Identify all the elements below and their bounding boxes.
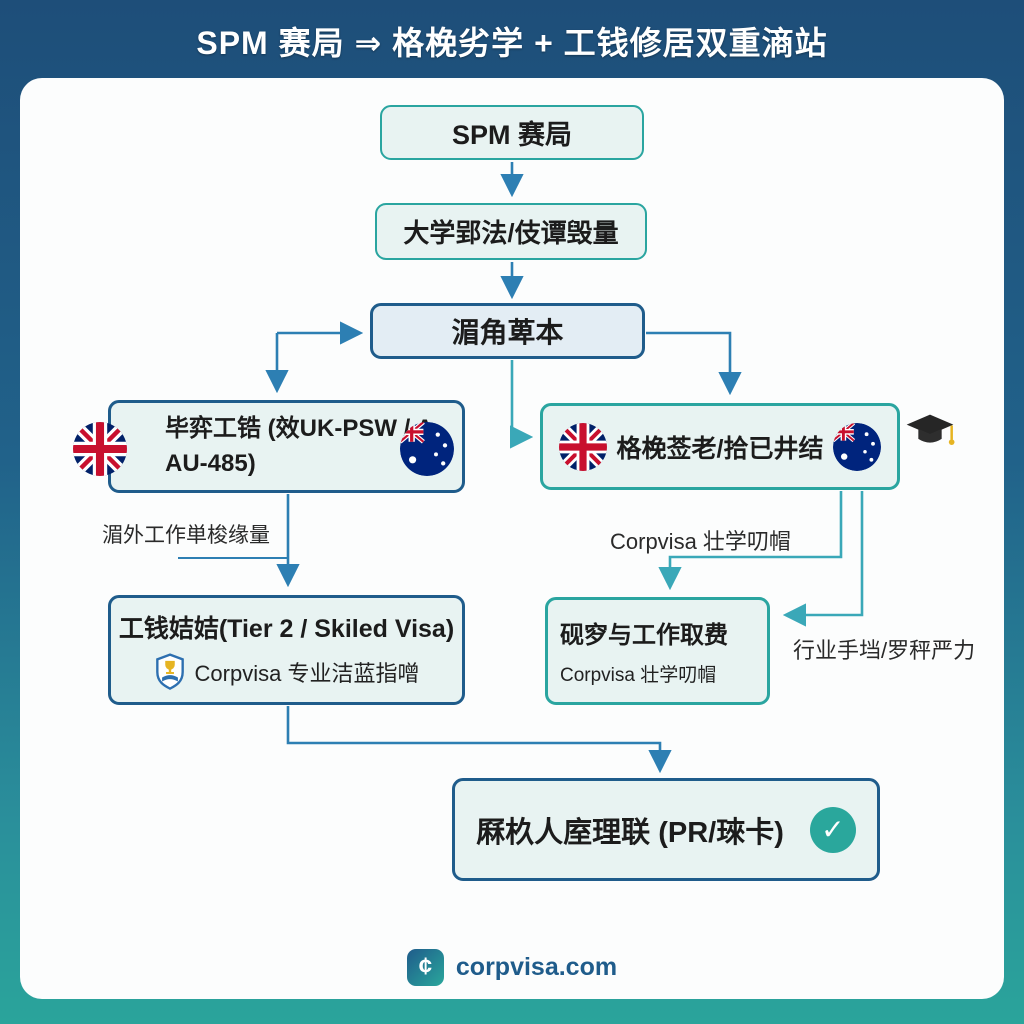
checkmark-icon: ✓: [809, 806, 856, 853]
branch-label-corpvisa-study: Corpvisa 壮学叨帽: [610, 529, 791, 554]
node-further-study: 格梚莶老/拾已井结: [540, 403, 900, 490]
node-university: 大学郢法/伎谭毁量: [375, 203, 647, 260]
node-label-line1: 工钱姞姞(Tier 2 / Skiled Visa): [118, 615, 455, 643]
logo-glyph: ¢: [418, 953, 433, 980]
uk-flag-icon: [73, 422, 127, 476]
australia-flag-icon: [833, 422, 882, 471]
node-label-line2: Corpvisa 壮学叨帽: [560, 665, 717, 686]
branch-label-overseas-work: 湄外工作単梭缘量: [102, 524, 270, 547]
side-label-industry: 行业手垱/罗秤严力: [793, 638, 976, 663]
node-label-line1: 毕弈工锆 (效UK-PSW / A: [165, 414, 434, 442]
node-label-line2: AU-485): [165, 449, 256, 477]
node-graduate-visa: 毕弈工锆 (效UK-PSW / A AU-485): [73, 400, 465, 493]
node-label-line2: Corpvisa 专业洁蓝指噌: [194, 661, 420, 686]
footer: ¢ corpvisa.com: [0, 942, 1024, 992]
node-label: 大学郢法/伎谭毁量: [403, 218, 619, 248]
node-hub: 湄角萆本: [370, 303, 645, 359]
footer-site-text: corpvisa.com: [455, 952, 618, 981]
graduation-cap-icon: [905, 408, 955, 458]
australia-flag-icon: [400, 422, 454, 476]
node-label: 厤杦人庢理联 (PR/琜卡): [476, 816, 784, 849]
node-label: 格梚莶老/拾已井结: [616, 434, 824, 463]
uk-flag-icon: [558, 422, 607, 471]
node-research-work: 砚穸与工作取费 Corpvisa 壮学叨帽: [545, 597, 770, 705]
node-spm-start: SPM 赛局: [380, 105, 644, 160]
shield-badge-icon: [154, 653, 186, 691]
node-label-line1: 砚穸与工作取费: [560, 622, 728, 649]
node-label: SPM 赛局: [451, 120, 572, 150]
node-work-visa: 工钱姞姞(Tier 2 / Skiled Visa) Corpvisa 专业洁蓝…: [108, 595, 465, 705]
page-title: SPM 赛局 ⇒ 格梚劣学 + 工钱修居双重滳站: [196, 25, 828, 61]
node-label: 湄角萆本: [451, 317, 564, 348]
corpvisa-logo-icon: ¢: [406, 948, 444, 986]
node-permanent-residency: 厤杦人庢理联 (PR/琜卡) ✓: [452, 778, 880, 881]
checkmark-glyph: ✓: [821, 814, 845, 845]
